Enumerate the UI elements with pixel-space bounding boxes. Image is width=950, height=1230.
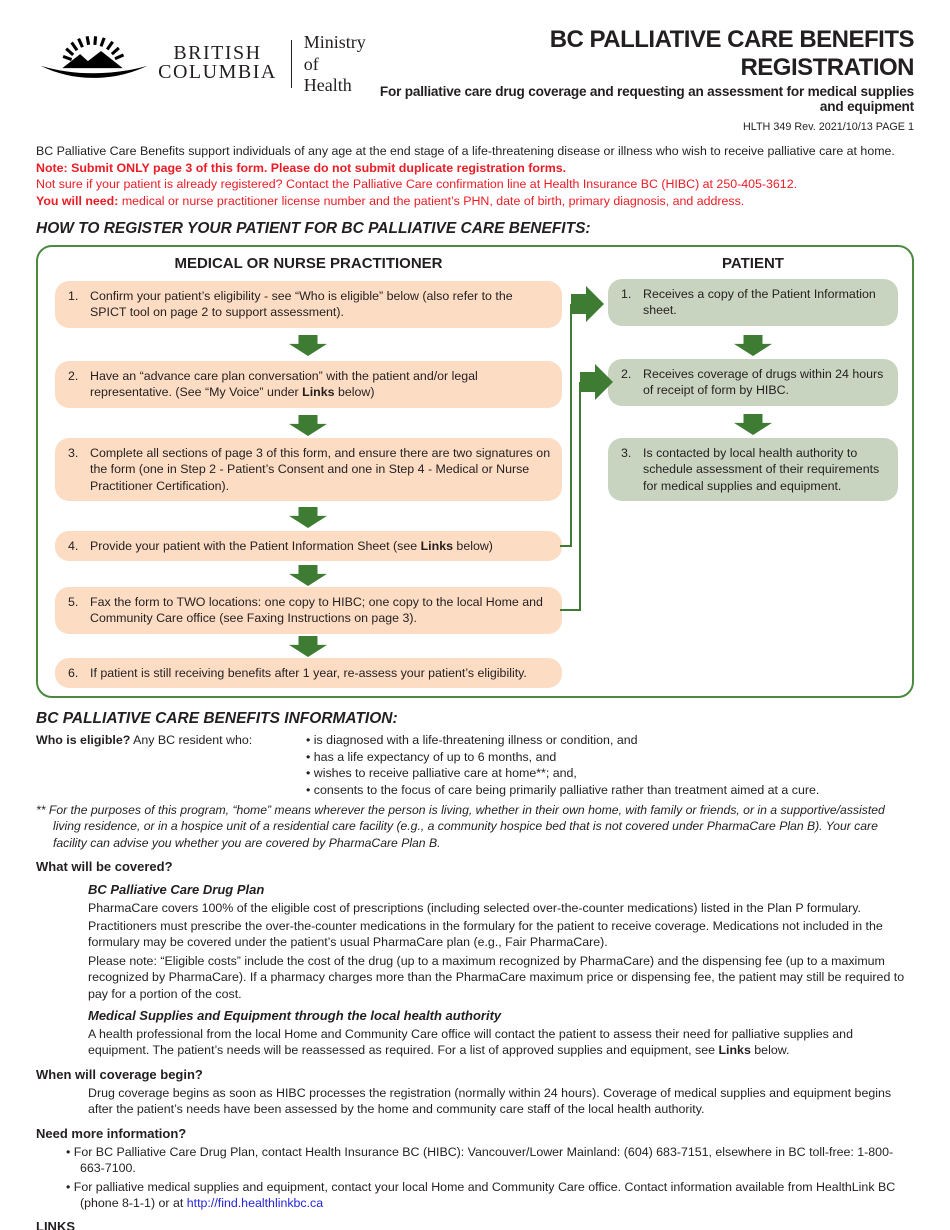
eligibility-label: Who is eligible? Any BC resident who: bbox=[36, 733, 253, 748]
eligibility-bullet: is diagnosed with a life-threatening ill… bbox=[306, 732, 819, 748]
you-will-need-line: You will need: medical or nurse practiti… bbox=[36, 193, 745, 208]
intro-block: BC Palliative Care Benefits support indi… bbox=[36, 143, 914, 209]
step-text: Is contacted by local health authority t… bbox=[643, 446, 880, 493]
drug-plan-paragraph: PharmaCare covers 100% of the eligible c… bbox=[88, 900, 861, 915]
coverage-begin-paragraph: Drug coverage begins as soon as HIBC pro… bbox=[88, 1085, 892, 1117]
down-arrow-icon bbox=[289, 565, 327, 586]
eligibility-bullet: has a life expectancy of up to 6 months,… bbox=[306, 749, 819, 765]
eligibility-row: Who is eligible? Any BC resident who: is… bbox=[36, 732, 914, 798]
practitioner-step-3: 3. Complete all sections of page 3 of th… bbox=[55, 438, 562, 502]
drug-plan-paragraph: Practitioners must prescribe the over-th… bbox=[88, 919, 883, 950]
step-text: Receives a copy of the Patient Informati… bbox=[643, 287, 876, 318]
practitioner-step-5: 5. Fax the form to TWO locations: one co… bbox=[55, 587, 562, 634]
step-text: Provide your patient with the Patient In… bbox=[90, 539, 493, 553]
healthlink-link[interactable]: http://find.healthlinkbc.ca bbox=[186, 1196, 324, 1211]
supplies-heading: Medical Supplies and Equipment through t… bbox=[88, 1007, 502, 1023]
eligibility-bullets: is diagnosed with a life-threatening ill… bbox=[306, 732, 820, 798]
eligibility-bullet: consents to the focus of care being prim… bbox=[306, 782, 820, 798]
drug-plan-heading: BC Palliative Care Drug Plan bbox=[88, 881, 265, 897]
bc-government-logo: BRITISH COLUMBIA Ministry of Health bbox=[36, 20, 378, 97]
practitioner-step-2: 2. Have an “advance care plan conversati… bbox=[55, 361, 562, 408]
info-heading: BC PALLIATIVE CARE BENEFITS INFORMATION: bbox=[36, 710, 398, 727]
links-heading: LINKS bbox=[36, 1219, 75, 1230]
step-number: 1. bbox=[68, 289, 79, 303]
contact-line: Not sure if your patient is already regi… bbox=[36, 177, 798, 191]
down-arrow-icon bbox=[734, 414, 772, 435]
form-page: BRITISH COLUMBIA Ministry of Health BC P… bbox=[0, 20, 950, 1230]
down-arrow-icon bbox=[289, 415, 327, 436]
step-text: Fax the form to TWO locations: one copy … bbox=[90, 595, 543, 626]
practitioner-step-6: 6. If patient is still receiving benefit… bbox=[55, 658, 562, 689]
step-text: Complete all sections of page 3 of this … bbox=[90, 446, 551, 493]
more-info-bullet: For BC Palliative Care Drug Plan, contac… bbox=[66, 1144, 914, 1177]
more-info-heading: Need more information? bbox=[36, 1125, 187, 1141]
step-number: 1. bbox=[621, 287, 632, 301]
practitioner-column-header: MEDICAL OR NURSE PRACTITIONER bbox=[174, 255, 443, 272]
drug-plan-paragraph: Please note: “Eligible costs” include th… bbox=[88, 953, 905, 1001]
note-line: Note: Submit ONLY page 3 of this form. P… bbox=[36, 160, 567, 175]
step-number: 2. bbox=[68, 369, 79, 383]
home-footnote: ** For the purposes of this program, “ho… bbox=[36, 802, 885, 850]
logo-divider bbox=[290, 40, 292, 89]
practitioner-step-4: 4. Provide your patient with the Patient… bbox=[55, 531, 562, 562]
page-title: BC PALLIATIVE CARE BENEFITS REGISTRATION bbox=[549, 26, 915, 81]
down-arrow-icon bbox=[289, 636, 327, 657]
patient-step-1: 1. Receives a copy of the Patient Inform… bbox=[608, 279, 898, 326]
practitioner-step-1: 1. Confirm your patient’s eligibility - … bbox=[55, 281, 562, 328]
page-header: BRITISH COLUMBIA Ministry of Health BC P… bbox=[36, 20, 915, 133]
eligibility-bullet: wishes to receive palliative care at hom… bbox=[306, 765, 819, 781]
page-subtitle: For palliative care drug coverage and re… bbox=[379, 84, 914, 114]
wordmark-british-columbia: BRITISH COLUMBIA bbox=[158, 41, 277, 84]
more-info-bullet: For palliative medical supplies and equi… bbox=[66, 1179, 914, 1212]
intro-line: BC Palliative Care Benefits support indi… bbox=[36, 144, 895, 158]
down-arrow-icon bbox=[289, 507, 327, 528]
step-text: Confirm your patient’s eligibility - see… bbox=[90, 289, 513, 320]
form-meta: HLTH 349 Rev. 2021/10/13 PAGE 1 bbox=[742, 121, 914, 133]
coverage-begin-heading: When will coverage begin? bbox=[36, 1066, 203, 1082]
covered-heading: What will be covered? bbox=[36, 859, 173, 875]
step-text: If patient is still receiving benefits a… bbox=[90, 666, 527, 680]
step-number: 4. bbox=[68, 539, 79, 553]
title-block: BC PALLIATIVE CARE BENEFITS REGISTRATION… bbox=[378, 20, 915, 133]
benefits-information-section: BC PALLIATIVE CARE BENEFITS INFORMATION:… bbox=[36, 709, 914, 1230]
registration-flowchart: MEDICAL OR NURSE PRACTITIONER PATIENT 1.… bbox=[36, 245, 914, 698]
down-arrow-icon bbox=[289, 335, 327, 356]
step-number: 5. bbox=[68, 595, 79, 609]
down-arrow-icon bbox=[734, 335, 772, 356]
patient-step-2: 2. Receives coverage of drugs within 24 … bbox=[608, 359, 898, 406]
step-text: Receives coverage of drugs within 24 hou… bbox=[643, 367, 884, 398]
step-number: 3. bbox=[68, 446, 79, 460]
bc-sunburst-icon bbox=[40, 36, 148, 79]
ministry-name: Ministry of Health bbox=[303, 32, 366, 96]
supplies-paragraph: A health professional from the local Hom… bbox=[88, 1027, 853, 1058]
how-to-heading: HOW TO REGISTER YOUR PATIENT FOR BC PALL… bbox=[36, 220, 591, 237]
patient-column-header: PATIENT bbox=[722, 255, 784, 272]
step-number: 3. bbox=[621, 446, 632, 460]
step-number: 2. bbox=[621, 367, 632, 381]
patient-step-3: 3. Is contacted by local health authorit… bbox=[608, 438, 898, 502]
step-text: Have an “advance care plan conversation”… bbox=[90, 369, 478, 400]
step-number: 6. bbox=[68, 666, 79, 680]
